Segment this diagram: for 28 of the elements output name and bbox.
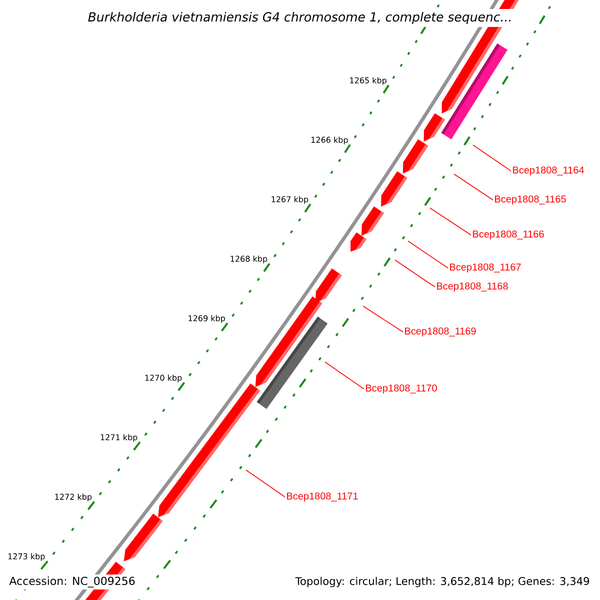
leader-line (472, 144, 512, 172)
gene-label: Bcep1808_1169 (405, 327, 476, 337)
leader-line (324, 362, 364, 390)
gene-label: Bcep1808_1165 (495, 195, 566, 205)
gene-label: Bcep1808_1168 (437, 282, 508, 292)
tick-label: 1266 kbp (312, 136, 348, 144)
tick-label: 1269 kbp (188, 315, 225, 323)
genome-info-label: Topology: circular; Length: 3,652,814 bp; Genes: 3,349 (293, 574, 592, 590)
gene-label: Bcep1808_1164 (513, 166, 584, 176)
gene-label: Bcep1808_1167 (450, 263, 521, 273)
tick-label: 1273 kbp (8, 553, 45, 561)
title: Burkholderia vietnamiensis G4 chromosome 1, complete sequenc... (84, 8, 516, 28)
tick-label: 1267 kbp (272, 196, 308, 204)
accession-label: Accession: NC_009256 (7, 574, 138, 590)
gene-label: Bcep1808_1171 (287, 492, 358, 502)
leader-line (362, 306, 404, 332)
leader-line (394, 260, 436, 288)
leader-line (430, 208, 472, 236)
tick-label: 1268 kbp (230, 256, 268, 264)
leader-line (246, 470, 286, 498)
tick-label: 1265 kbp (350, 77, 386, 85)
tick-label: 1270 kbp (145, 374, 182, 382)
tick-label: 1272 kbp (55, 494, 92, 502)
tick-label: 1271 kbp (100, 434, 138, 442)
leader-line (408, 240, 448, 268)
gene-label: Bcep1808_1166 (473, 230, 544, 240)
leader-line (454, 174, 494, 200)
gene-label: Bcep1808_1170 (366, 384, 437, 394)
